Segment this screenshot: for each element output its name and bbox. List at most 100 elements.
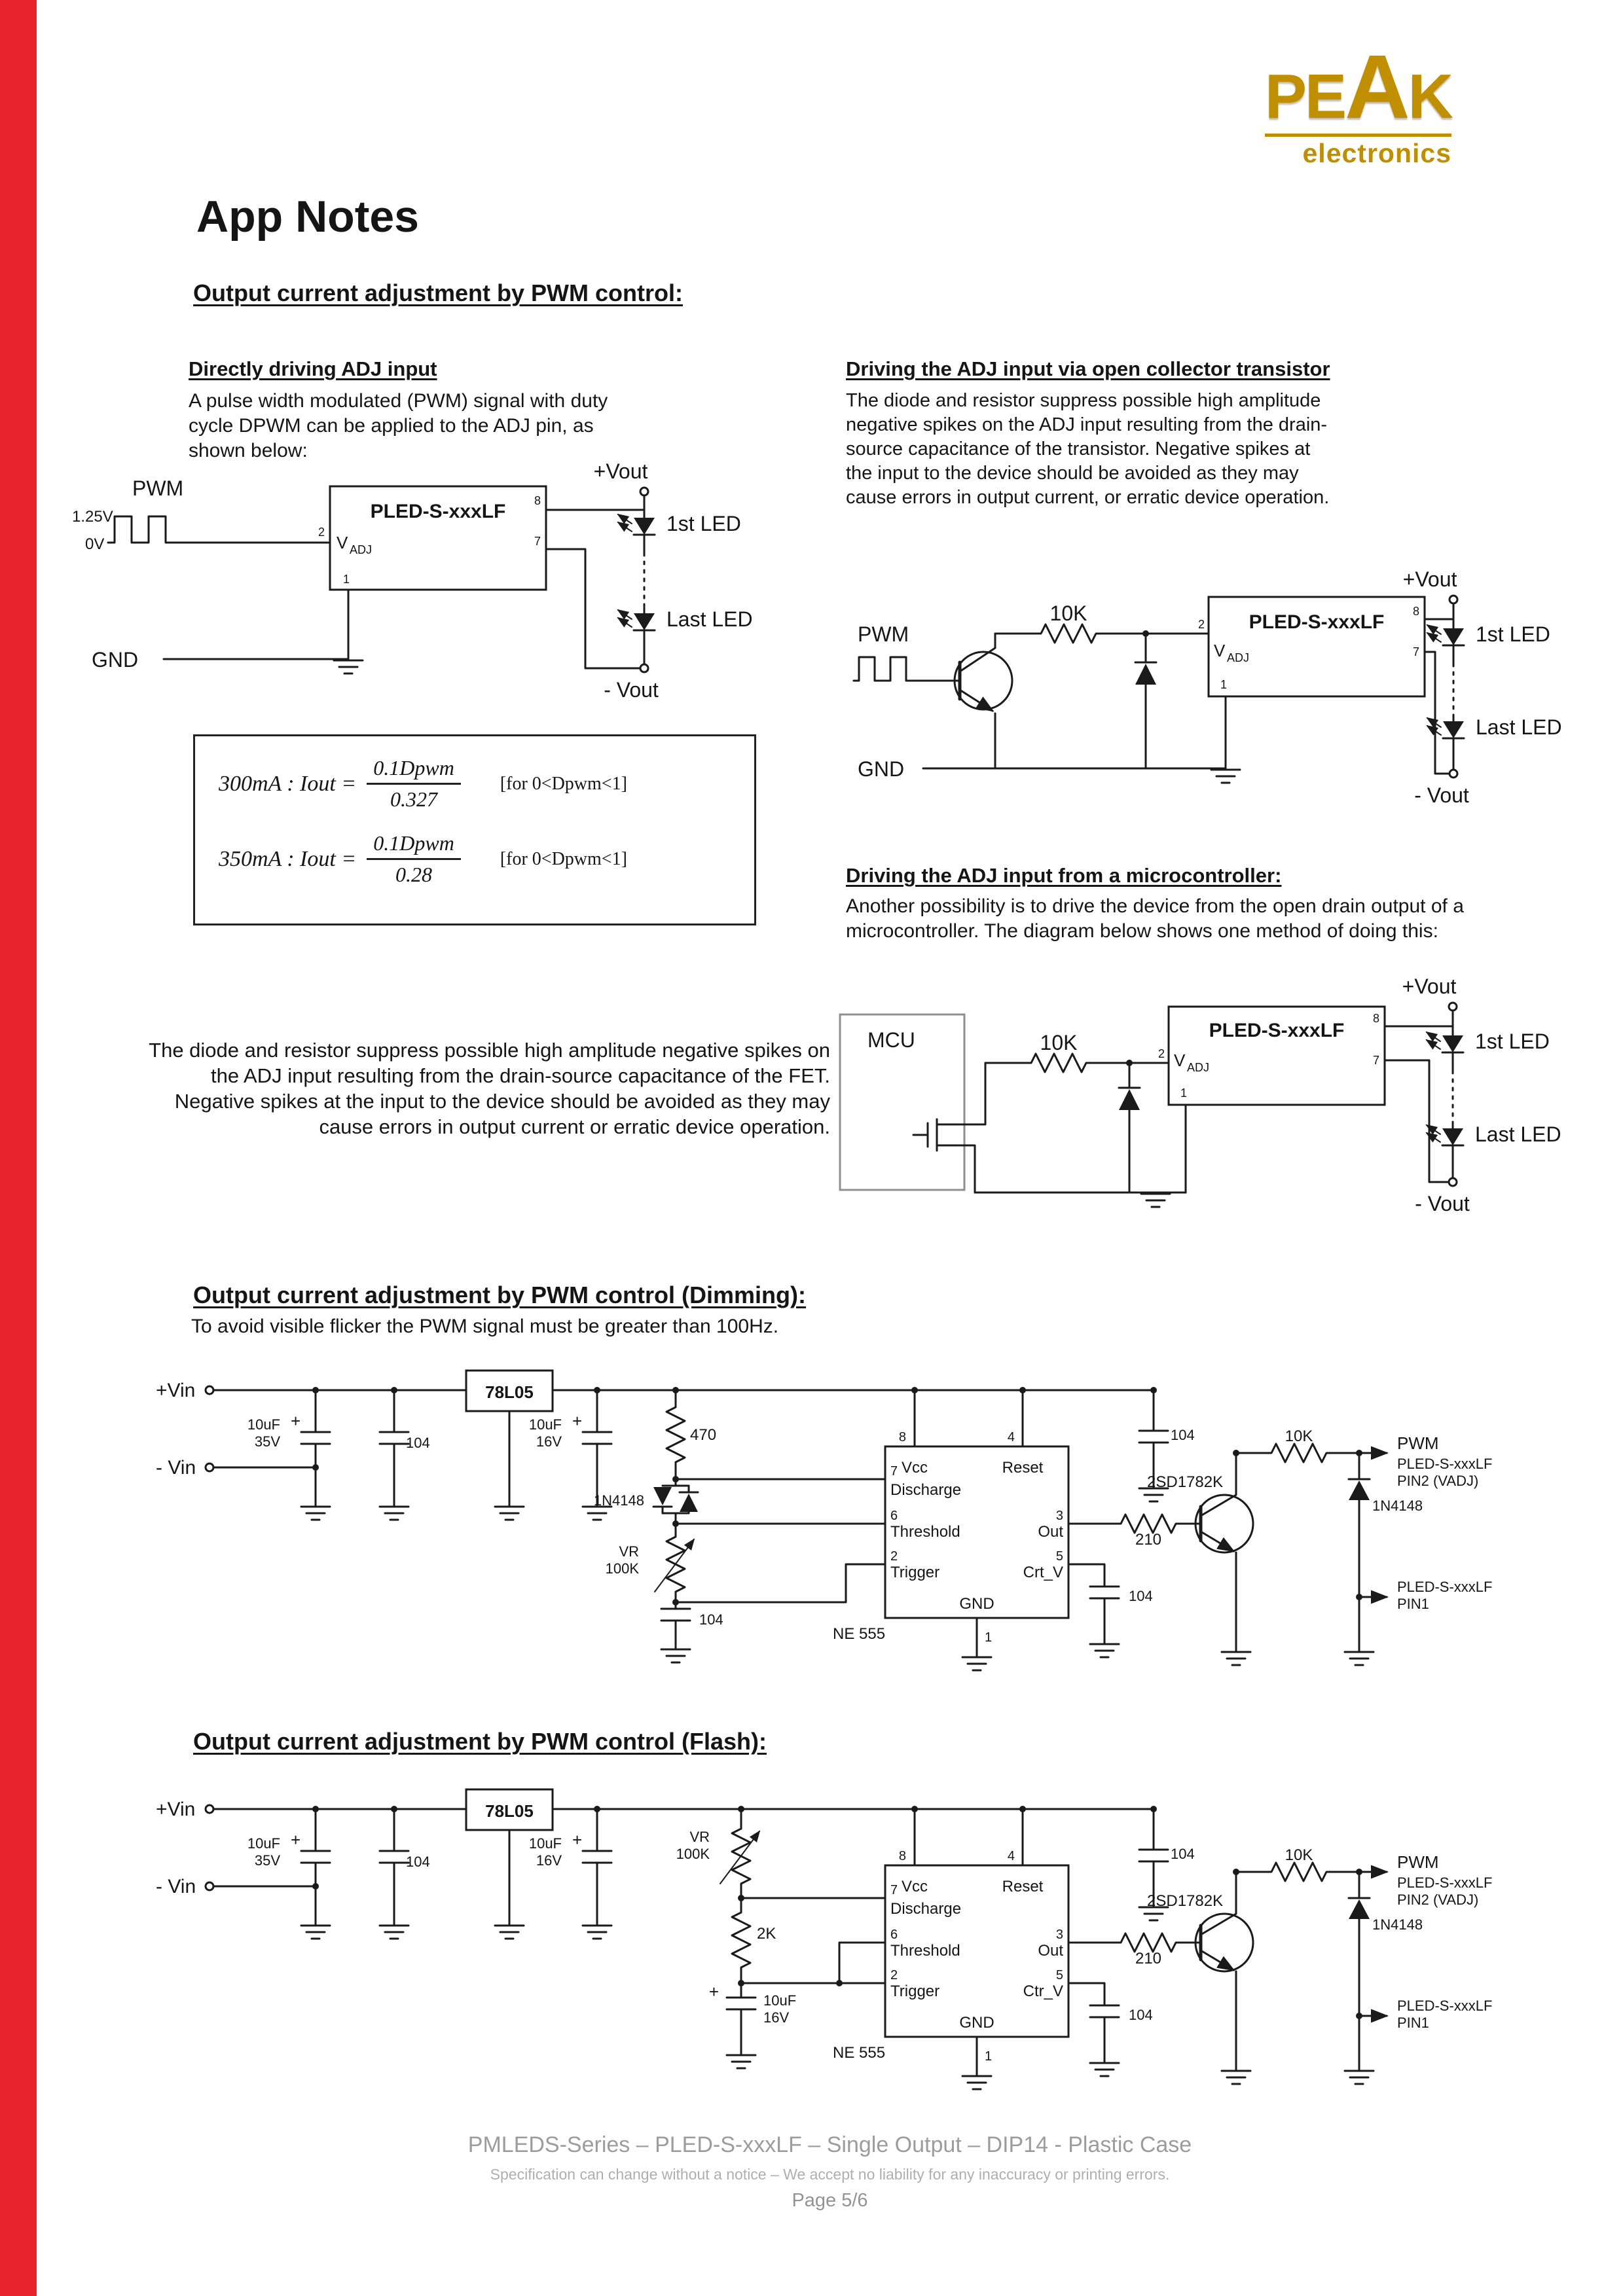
footer-page-number: Page 5/6 — [792, 2190, 868, 2211]
cap-104 — [660, 1597, 691, 1649]
polarity-plus: + — [709, 1982, 719, 2001]
mcu-label: MCU — [867, 1028, 915, 1052]
vin-neg-label: - Vin — [156, 1457, 196, 1479]
formula-fraction: 0.1Dpwm 0.28 — [367, 831, 461, 887]
vadj-label: V — [1174, 1050, 1186, 1070]
circuit-microcontroller: MCU 10K PLED-S-xxxLF V ADJ 2 8 7 1 +Vout… — [839, 975, 1561, 1215]
pin-label: GND — [959, 1595, 994, 1613]
vout-neg-label: - Vout — [1415, 1192, 1470, 1215]
formula-condition: [for 0<Dpwm<1] — [500, 773, 627, 794]
pwm-label: PWM — [132, 476, 183, 500]
output-pin-label: PIN1 — [1397, 2015, 1429, 2031]
first-led-label: 1st LED — [1475, 1030, 1550, 1053]
diode-1n4148 — [1349, 1899, 1370, 1919]
resistor-label: 10K — [1040, 1031, 1078, 1054]
resistor-10k — [1033, 623, 1104, 644]
circuit-flash: +Vin - Vin + 10uF 35V 104 78L05 + 10uF 1… — [156, 1788, 1492, 2090]
peak-logo-word: PEAK — [1265, 42, 1453, 132]
pin-number: 3 — [1056, 1928, 1063, 1942]
flash-wires — [204, 1788, 1389, 2090]
vout-neg-label: - Vout — [604, 678, 659, 702]
cap-104 — [378, 1808, 410, 1926]
cap-value: 104 — [406, 1854, 430, 1870]
cap-voltage: 35V — [255, 1433, 280, 1450]
pin-label: Discharge — [890, 1481, 961, 1499]
cap-104 — [1138, 1389, 1169, 1488]
pin-label: Trigger — [890, 1564, 939, 1581]
microcontroller-body: Another possibility is to drive the devi… — [846, 895, 1464, 942]
level-low-label: 0V — [85, 535, 104, 553]
ic-name: PLED-S-xxxLF — [1249, 611, 1385, 633]
footer-series-title: PMLEDS-Series – PLED-S-xxxLF – Single Ou… — [467, 2132, 1192, 2157]
led-symbol — [618, 610, 655, 630]
pin-number: 4 — [1008, 1430, 1015, 1444]
diode-label: 1N4148 — [594, 1492, 644, 1509]
pin-label: Out — [1038, 1523, 1063, 1541]
vout-pos-terminal — [1448, 1001, 1458, 1012]
open-collector-body: The diode and resistor suppress possible… — [846, 390, 1330, 508]
cap-value: 104 — [1171, 1427, 1195, 1443]
first-led-label: 1st LED — [1476, 622, 1550, 646]
level-high-label: 1.25V — [72, 508, 113, 526]
first-led-label: 1st LED — [666, 512, 741, 535]
resistor-2k — [731, 1905, 752, 1975]
output-pin-label: PIN2 (VADJ) — [1397, 1892, 1478, 1908]
ic-name: PLED-S-xxxLF — [371, 501, 506, 522]
pin-number: 7 — [1413, 645, 1419, 658]
diode-label: 1N4148 — [1372, 1498, 1423, 1514]
transistor-body — [1194, 1912, 1254, 1973]
resistor-210 — [1113, 1932, 1184, 1953]
logo-subtitle: electronics — [1302, 138, 1451, 168]
output-signal-label: PWM — [1397, 1852, 1439, 1872]
cap-value: 104 — [1129, 2007, 1153, 2023]
led-symbol — [1427, 1125, 1463, 1145]
pin-number: 2 — [890, 1968, 898, 1982]
cap-voltage: 16V — [536, 1852, 562, 1869]
diode-1n4148 — [1349, 1480, 1370, 1500]
formula-denominator: 0.28 — [395, 863, 433, 886]
pot-label: VR — [619, 1543, 639, 1560]
vin-pos-terminal — [204, 1804, 215, 1814]
resistor-10k — [1264, 1443, 1334, 1463]
pin-number: 8 — [899, 1849, 906, 1863]
vout-neg-terminal — [1448, 768, 1459, 779]
transistor-label: 2SD1782K — [1147, 1473, 1223, 1491]
resistor-470 — [665, 1399, 686, 1470]
formula-350ma: 350mA : Iout = 0.1Dpwm 0.28 [for 0<Dpwm<… — [219, 831, 742, 887]
logo-letter: K — [1408, 62, 1453, 132]
dimming-wires — [204, 1369, 1389, 1672]
vout-pos-label: +Vout — [1403, 567, 1457, 591]
pin-number: 8 — [534, 494, 541, 507]
cap-value: 10uF — [529, 1835, 562, 1852]
vin-pos-terminal — [204, 1385, 215, 1395]
pin-number: 8 — [899, 1430, 906, 1444]
iout-formula-box: 300mA : Iout = 0.1Dpwm 0.327 [for 0<Dpwm… — [193, 734, 756, 925]
formula-lhs: 300mA : Iout = — [219, 771, 357, 796]
cap-value: 104 — [406, 1435, 430, 1451]
output-target-label: PLED-S-xxxLF — [1397, 1874, 1492, 1891]
cap-10uf-35v — [300, 1389, 331, 1507]
resistor-10k — [1264, 1861, 1334, 1882]
cap-voltage: 16V — [536, 1433, 562, 1450]
circuit3-wires — [839, 1001, 1463, 1208]
resistor-label: 210 — [1135, 1950, 1161, 1967]
cap-10uf-16v — [581, 1389, 613, 1507]
transistor-body — [953, 651, 1013, 711]
vout-pos-label: +Vout — [594, 459, 648, 483]
pin-number: 2 — [318, 526, 325, 539]
pin-label: Crt_V — [1023, 1564, 1063, 1581]
formula-denominator: 0.327 — [390, 787, 438, 811]
vout-pos-terminal — [1448, 594, 1459, 605]
open-collector-heading: Driving the ADJ input via open collector… — [846, 357, 1330, 380]
vadj-label: V — [1214, 641, 1226, 660]
cap-10uf-16v-trigger — [725, 1982, 757, 2055]
circuit-dimming: +Vin - Vin + 10uF 35V 104 78L05 + 10uF 1… — [156, 1369, 1492, 1672]
output-target-label: PLED-S-xxxLF — [1397, 1998, 1492, 2014]
resistor-210 — [1113, 1513, 1184, 1534]
vin-neg-terminal — [204, 1881, 215, 1892]
microcontroller-heading: Driving the ADJ input from a microcontro… — [846, 864, 1282, 887]
pin-label: Reset — [1002, 1878, 1044, 1895]
timer-label: NE 555 — [833, 2044, 885, 2062]
resistor-label: 210 — [1135, 1531, 1161, 1549]
formula-numerator: 0.1Dpwm — [367, 756, 461, 785]
